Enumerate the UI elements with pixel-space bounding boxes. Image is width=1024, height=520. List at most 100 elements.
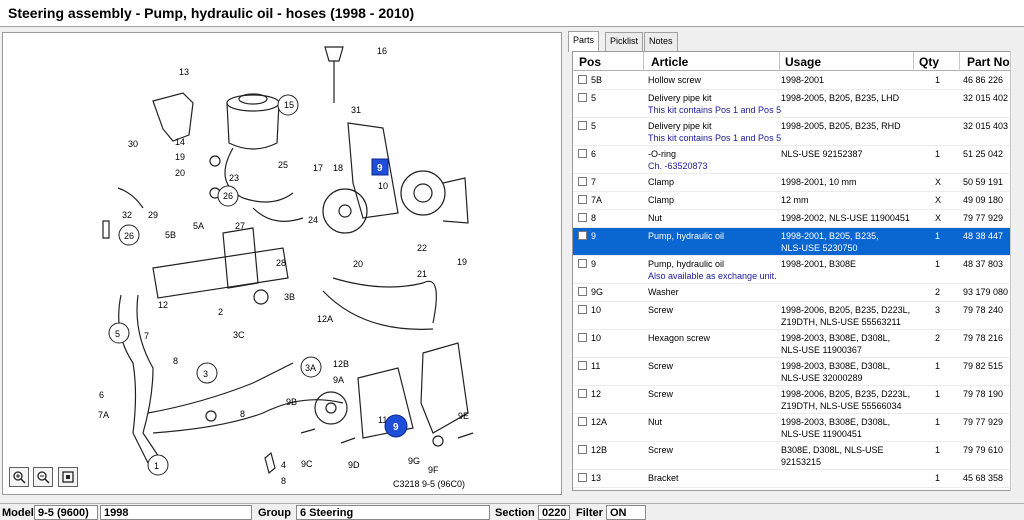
svg-text:20: 20: [175, 168, 185, 178]
zoom-in-button[interactable]: [9, 467, 29, 487]
cell-part-no: 48 38 447: [963, 231, 1004, 241]
cell-usage: 1998-2003, B308E, D308L,: [781, 333, 891, 343]
cell-qty: 1: [935, 417, 941, 427]
cell-article: Clamp: [648, 177, 675, 187]
row-checkbox[interactable]: [578, 389, 587, 398]
row-checkbox[interactable]: [578, 445, 587, 454]
row-checkbox[interactable]: [578, 361, 587, 370]
selected-part-badge[interactable]: [371, 158, 389, 176]
cell-pos: 8: [591, 213, 597, 223]
cell-qty: X: [935, 195, 942, 205]
svg-text:9F: 9F: [428, 465, 439, 475]
tab-picklist[interactable]: Picklist: [605, 32, 644, 52]
svg-text:17: 17: [313, 163, 323, 173]
cell-qty: 1: [935, 361, 941, 371]
selected-part-badge-lower[interactable]: [384, 414, 408, 438]
cell-article: Hollow screw: [648, 75, 702, 85]
header-part-no[interactable]: Part No.: [967, 55, 1014, 69]
row-checkbox[interactable]: [578, 93, 587, 102]
group-field[interactable]: 6 Steering: [296, 505, 490, 520]
parts-diagram[interactable]: 16 13 15 14 31 30 19 20 10 17 18 25 26 2…: [3, 33, 561, 494]
svg-text:3A: 3A: [305, 363, 316, 373]
model-field[interactable]: 9-5 (9600): [34, 505, 98, 520]
svg-text:9B: 9B: [286, 397, 297, 407]
header-usage[interactable]: Usage: [785, 55, 822, 69]
cell-qty: 1: [935, 231, 941, 241]
row-checkbox[interactable]: [578, 473, 587, 482]
tab-parts[interactable]: Parts: [568, 31, 600, 52]
row-checkbox[interactable]: [578, 75, 587, 84]
cell-pos: 9: [591, 231, 597, 241]
cell-qty: 1: [935, 149, 941, 159]
section-field[interactable]: 0220: [538, 505, 570, 520]
cell-usage-cont: 92153215: [781, 457, 822, 467]
cell-article: Bracket: [648, 473, 679, 483]
tab-notes[interactable]: Notes: [644, 32, 678, 52]
row-checkbox[interactable]: [578, 287, 587, 296]
row-checkbox[interactable]: [578, 231, 587, 240]
header-qty[interactable]: Qty: [919, 55, 940, 69]
group-label: Group: [258, 507, 291, 519]
row-checkbox[interactable]: [578, 177, 587, 186]
svg-text:12: 12: [158, 300, 168, 310]
row-checkbox[interactable]: [578, 333, 587, 342]
row-checkbox[interactable]: [578, 417, 587, 426]
svg-text:26: 26: [124, 231, 134, 241]
fit-view-icon: [62, 471, 74, 483]
cell-usage: NLS-USE 92152387: [781, 149, 863, 159]
row-checkbox[interactable]: [578, 213, 587, 222]
cell-part-no: 45 68 358: [963, 473, 1004, 483]
header-article[interactable]: Article: [651, 55, 689, 69]
row-checkbox[interactable]: [578, 121, 587, 130]
parts-diagram-pane[interactable]: 16 13 15 14 31 30 19 20 10 17 18 25 26 2…: [2, 32, 562, 495]
filter-field[interactable]: ON: [606, 505, 646, 520]
header-pos[interactable]: Pos: [579, 55, 602, 69]
cell-usage: 1998-2001, B205, B235,: [781, 231, 879, 241]
year-field[interactable]: 1998: [100, 505, 252, 520]
svg-text:4: 4: [281, 460, 286, 470]
cell-article: Screw: [648, 389, 674, 399]
row-checkbox[interactable]: [578, 305, 587, 314]
fit-view-button[interactable]: [58, 467, 78, 487]
svg-text:8: 8: [281, 476, 286, 486]
diagram-callouts: 16 13 15 14 31 30 19 20 10 17 18 25 26 2…: [98, 46, 469, 486]
row-checkbox[interactable]: [578, 259, 587, 268]
cell-part-no: 79 77 929: [963, 213, 1004, 223]
svg-text:5: 5: [115, 329, 120, 339]
cell-qty: 2: [935, 333, 941, 343]
svg-text:9: 9: [377, 163, 383, 174]
row-checkbox[interactable]: [578, 195, 587, 204]
svg-text:32: 32: [122, 210, 132, 220]
table-scrollbar[interactable]: [1010, 51, 1024, 491]
zoom-out-icon: [37, 471, 50, 484]
svg-text:7A: 7A: [98, 410, 109, 420]
cell-pos: 7: [591, 177, 597, 187]
svg-text:25: 25: [278, 160, 288, 170]
zoom-out-button[interactable]: [33, 467, 53, 487]
cell-pos: 11: [591, 361, 601, 371]
cell-qty: X: [935, 177, 942, 187]
cell-note: Ch. -63520873: [648, 161, 708, 171]
cell-article: Hexagon screw: [648, 333, 711, 343]
cell-pos: 7A: [591, 195, 603, 205]
row-checkbox[interactable]: [578, 149, 587, 158]
page-title: Steering assembly - Pump, hydraulic oil …: [0, 0, 1024, 27]
svg-text:23: 23: [229, 173, 239, 183]
